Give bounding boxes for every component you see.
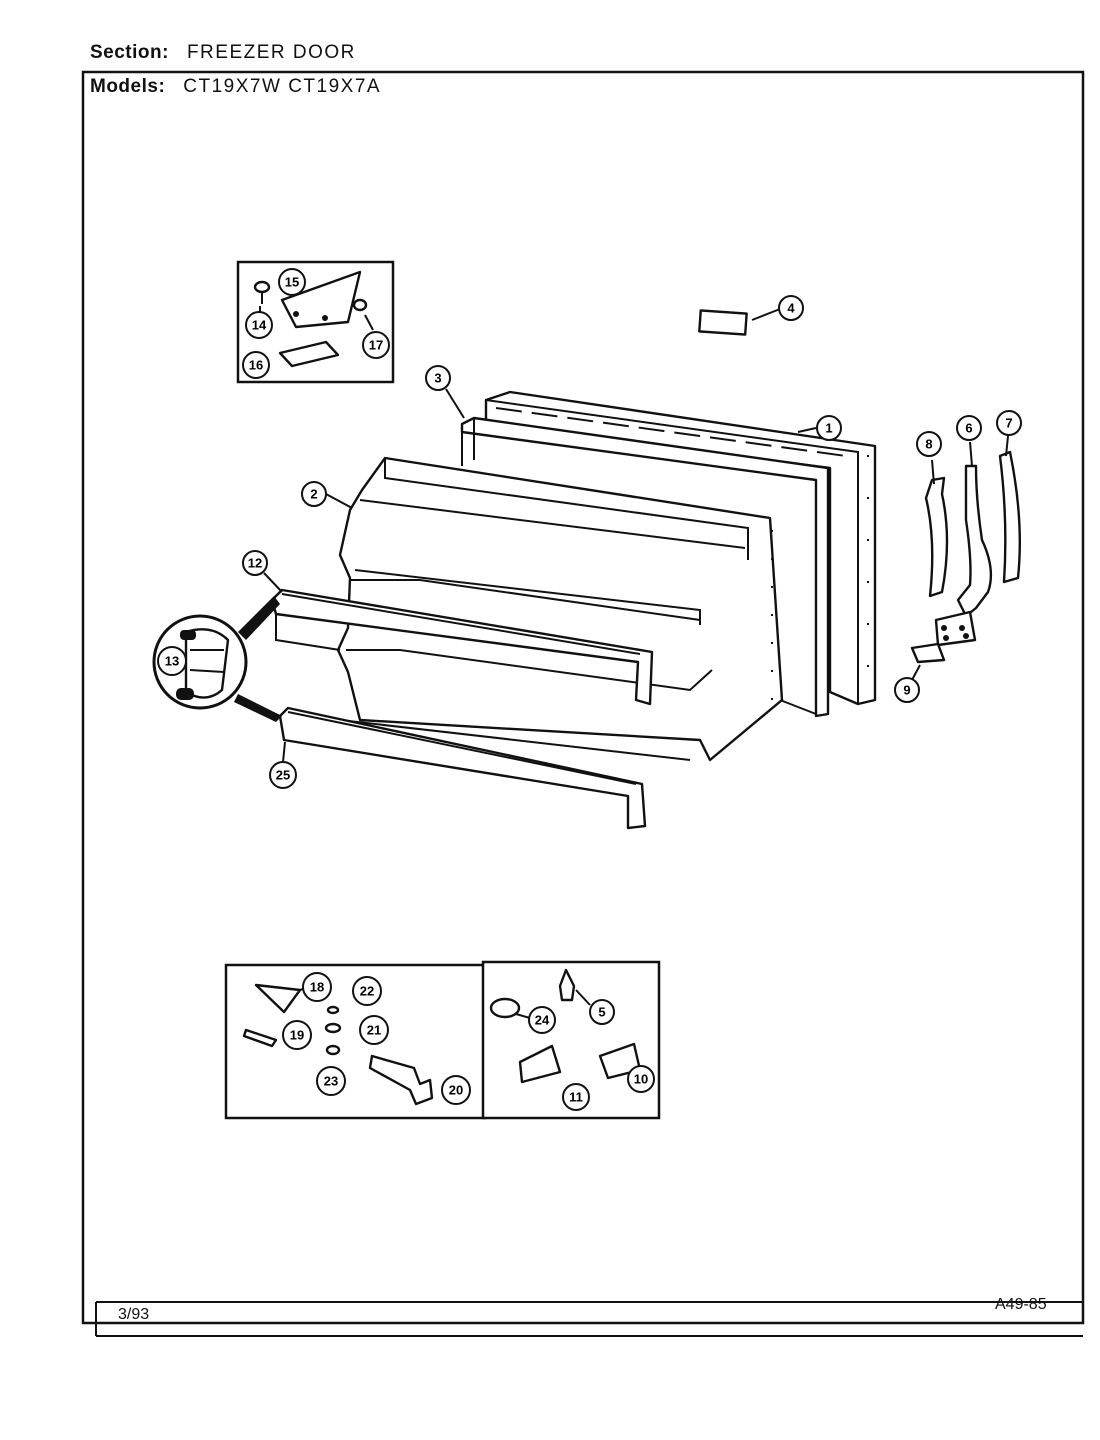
models-label: Models: — [90, 76, 166, 97]
callout-5: 5 — [589, 999, 615, 1025]
callout-16: 16 — [242, 351, 270, 379]
hinge-washer — [352, 298, 368, 312]
callout-1: 1 — [816, 415, 842, 441]
diagram-code: A49-85 — [995, 1296, 1047, 1313]
upper-hinge-plate — [280, 270, 362, 329]
svg-text:9: 9 — [903, 683, 910, 698]
hinge-detail-box — [236, 260, 395, 384]
svg-text:20: 20 — [449, 1083, 463, 1098]
handle-bracket — [956, 464, 993, 618]
door-closer-cam — [368, 1054, 434, 1106]
callout-24: 24 — [528, 1006, 556, 1034]
svg-text:3: 3 — [434, 371, 441, 386]
models-value: CT19X7W CT19X7A — [183, 76, 382, 97]
svg-text:25: 25 — [276, 768, 290, 783]
svg-text:21: 21 — [367, 1023, 381, 1038]
handle-shim — [910, 642, 946, 664]
models-header: Models: CT19X7W CT19X7A — [90, 76, 381, 98]
svg-text:8: 8 — [925, 437, 932, 452]
svg-text:7: 7 — [1005, 416, 1012, 431]
shelf-end-cap-detail — [152, 596, 282, 722]
inner-door-liner — [336, 456, 784, 762]
callout-13: 13 — [157, 646, 187, 676]
lower-door-shelf — [278, 706, 647, 830]
door-bumper — [489, 997, 521, 1019]
hinge-pin — [253, 280, 271, 294]
svg-text:5: 5 — [598, 1005, 605, 1020]
callout-8: 8 — [916, 431, 942, 457]
callout-7: 7 — [996, 410, 1022, 436]
svg-text:22: 22 — [360, 984, 374, 999]
door-handle-assembly — [910, 435, 1021, 681]
handle-trim — [998, 450, 1021, 584]
cam-bracket — [254, 983, 302, 1014]
svg-text:4: 4 — [787, 301, 795, 316]
svg-text:17: 17 — [369, 338, 383, 353]
svg-text:2: 2 — [310, 487, 317, 502]
callout-25: 25 — [269, 761, 297, 789]
door-stop-plug — [558, 968, 576, 1002]
door-gasket — [460, 416, 830, 718]
label-plate — [698, 309, 748, 336]
svg-text:13: 13 — [165, 654, 179, 669]
callout-10: 10 — [627, 1065, 655, 1093]
svg-text:19: 19 — [290, 1028, 304, 1043]
section-label: Section: — [90, 42, 169, 63]
svg-text:1: 1 — [825, 421, 832, 436]
upper-door-shelf — [270, 588, 654, 706]
callout-4: 4 — [778, 295, 804, 321]
svg-text:18: 18 — [310, 980, 324, 995]
section-header: Section: FREEZER DOOR — [90, 42, 356, 64]
callout-12: 12 — [242, 550, 268, 576]
callout-22: 22 — [352, 976, 382, 1006]
callout-23: 23 — [316, 1066, 346, 1096]
svg-text:11: 11 — [569, 1090, 583, 1105]
callout-6: 6 — [956, 415, 982, 441]
lower-hinge-plate — [278, 340, 340, 368]
callout-3: 3 — [425, 365, 451, 391]
svg-text:23: 23 — [324, 1074, 338, 1089]
revision-date: 3/93 — [118, 1306, 150, 1323]
callout-15: 15 — [278, 268, 306, 296]
callout-18: 18 — [302, 972, 332, 1002]
callout-2: 2 — [301, 481, 327, 507]
callout-14: 14 — [245, 311, 273, 339]
svg-text:14: 14 — [252, 318, 267, 333]
hinge-cover-left — [518, 1044, 562, 1084]
svg-text:6: 6 — [965, 421, 972, 436]
section-value: FREEZER DOOR — [186, 42, 356, 63]
svg-text:15: 15 — [285, 275, 299, 290]
svg-text:16: 16 — [249, 358, 263, 373]
svg-text:10: 10 — [634, 1072, 648, 1087]
diagram-frame — [81, 70, 1085, 1325]
callout-21: 21 — [359, 1015, 389, 1045]
svg-text:12: 12 — [248, 556, 262, 571]
svg-text:24: 24 — [535, 1013, 550, 1028]
callout-9: 9 — [894, 677, 920, 703]
callout-20: 20 — [441, 1075, 471, 1105]
pivot-pin — [242, 1028, 278, 1048]
callout-19: 19 — [282, 1020, 312, 1050]
callout-11: 11 — [562, 1083, 590, 1111]
callout-17: 17 — [362, 331, 390, 359]
handle-strap — [924, 476, 949, 598]
